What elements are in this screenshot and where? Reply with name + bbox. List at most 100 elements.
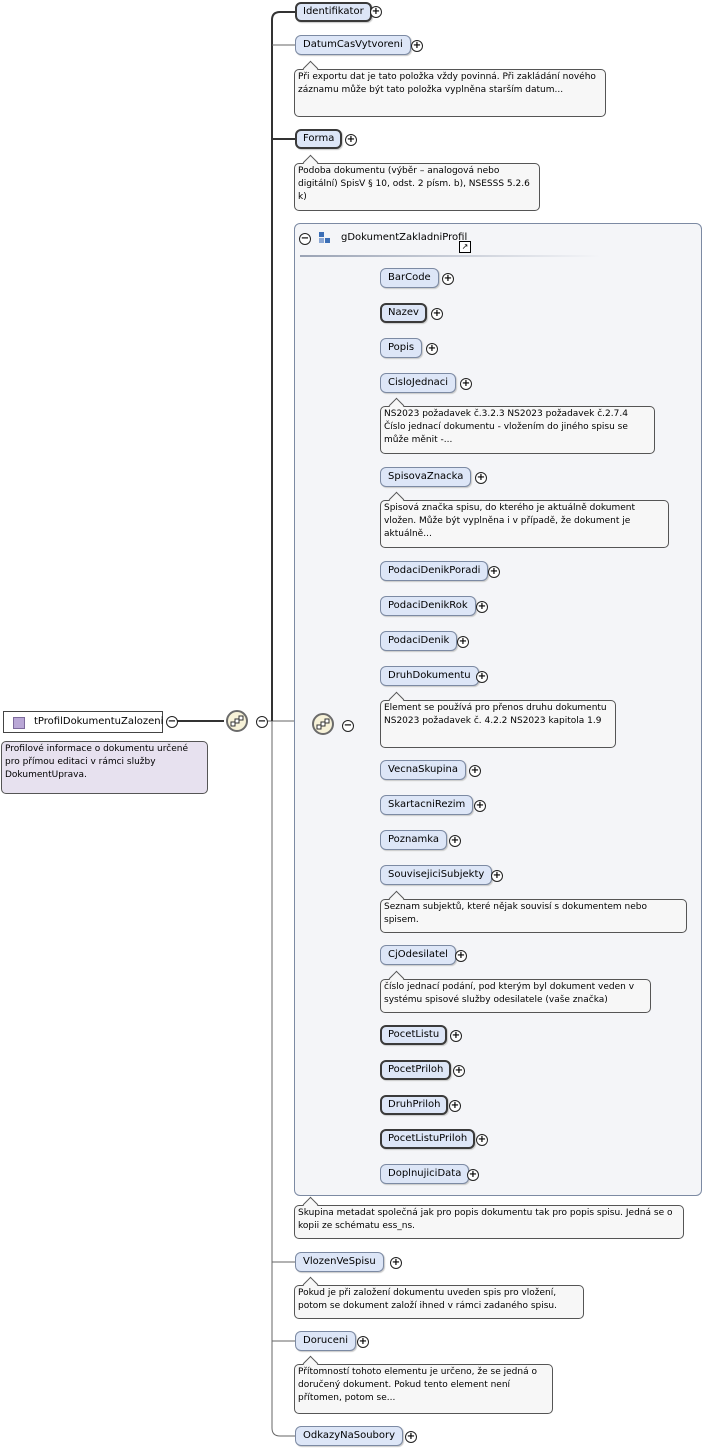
expand-icon[interactable]: + [491,870,503,882]
root-element-box[interactable]: tProfilDokumentuZalozeni [3,711,163,733]
element-souvisejicisubjekty[interactable]: SouvisejiciSubjekty [380,865,493,885]
element-identifikator[interactable]: Identifikator [295,2,372,22]
expand-icon[interactable]: + [442,273,454,285]
element-label: OdkazyNaSoubory [303,1430,396,1441]
expand-icon[interactable]: + [476,1134,488,1146]
element-label: PocetPriloh [388,1064,444,1075]
element-doruceni[interactable]: Doruceni [295,1331,357,1351]
element-doplnujicidata[interactable]: DoplnujiciData [380,1164,470,1184]
collapse-icon[interactable]: − [342,720,354,732]
element-cjodesilatel[interactable]: CjOdesilatel [380,945,456,965]
expand-icon[interactable]: + [453,1065,465,1077]
element-label: PodaciDenikPoradi [388,565,481,576]
expand-icon[interactable]: + [475,472,487,484]
element-label: Forma [303,133,335,144]
annotation-souvisejicisubjekty: Seznam subjektů, které nějak souvisí s d… [380,890,687,933]
annotation-cjodesilatel: číslo jednací podání, pod kterým byl dok… [380,970,651,1013]
element-pocetlistupriloh[interactable]: PocetListuPriloh [380,1129,476,1149]
element-barcode[interactable]: BarCode [380,268,439,288]
element-spisovaznacka[interactable]: SpisovaZnacka [380,467,472,487]
collapse-icon[interactable]: − [299,233,311,245]
expand-icon[interactable]: + [474,800,486,812]
element-datumcasvytvoreni[interactable]: DatumCasVytvoreni [295,35,411,55]
element-label: SpisovaZnacka [388,471,464,482]
link-arrow-icon[interactable]: ↗ [459,241,471,253]
annotation-vlozenvespisu: Pokud je při založení dokumentu uveden s… [294,1276,584,1319]
element-label: PocetListuPriloh [388,1133,468,1144]
element-cislojednaci[interactable]: CisloJednaci [380,373,457,393]
element-label: PodaciDenikRok [388,600,468,611]
expand-icon[interactable]: + [476,671,488,683]
annotation-spisovaznacka: Spisová značka spisu, do kterého je aktu… [380,491,669,548]
element-poznamka[interactable]: Poznamka [380,830,447,850]
expand-icon[interactable]: + [370,6,382,18]
element-label: CjOdesilatel [388,949,448,960]
annotation-forma: Podoba dokumentu (výběr – analogová nebo… [294,154,540,211]
annotation-druhdokumentu: Element se používá pro přenos druhu doku… [380,691,616,748]
expand-icon[interactable]: + [455,950,467,962]
sequence-icon[interactable] [312,713,334,735]
element-label: DruhDokumentu [388,670,471,681]
root-element-label: tProfilDokumentuZalozeni [34,716,164,727]
sequence-icon[interactable] [226,710,248,732]
collapse-icon[interactable]: − [256,716,268,728]
expand-icon[interactable]: + [405,1431,417,1443]
element-vecnaskupina[interactable]: VecnaSkupina [380,760,466,780]
annotation-cislojednaci: NS2023 požadavek č.3.2.3 NS2023 požadave… [380,397,655,454]
element-druhpriloh[interactable]: DruhPriloh [380,1095,449,1115]
element-label: DoplnujiciData [388,1168,462,1179]
annotation-group: Skupina metadat společná jak pro popis d… [294,1196,684,1239]
element-label: DruhPriloh [388,1099,441,1110]
element-label: SouvisejiciSubjekty [388,869,485,880]
group-label: gDokumentZakladniProfil [341,232,468,243]
element-pocetlistu[interactable]: PocetListu [380,1025,448,1045]
expand-icon[interactable]: + [431,308,443,320]
expand-icon[interactable]: + [476,601,488,613]
element-label: BarCode [388,272,431,283]
expand-icon[interactable]: + [411,40,423,52]
element-odkazynasoubory[interactable]: OdkazyNaSoubory [295,1426,404,1446]
element-pocetpriloh[interactable]: PocetPriloh [380,1060,452,1080]
complex-type-icon [13,717,25,729]
group-divider [300,255,600,257]
expand-icon[interactable]: + [449,1100,461,1112]
root-annotation: Profilové informace o dokumentu určené p… [1,741,208,794]
collapse-icon[interactable]: − [166,716,178,728]
expand-icon[interactable]: + [460,378,472,390]
element-skartacnirezim[interactable]: SkartacniRezim [380,795,474,815]
element-label: Identifikator [303,6,364,17]
expand-icon[interactable]: + [469,765,481,777]
group-icon [319,232,330,243]
element-label: Doruceni [303,1335,349,1346]
element-label: PocetListu [388,1029,440,1040]
element-label: VecnaSkupina [388,764,458,775]
element-label: CisloJednaci [388,377,449,388]
expand-icon[interactable]: + [467,1169,479,1181]
expand-icon[interactable]: + [457,636,469,648]
element-label: PodaciDenik [388,635,450,646]
element-podacidenik[interactable]: PodaciDenik [380,631,458,651]
expand-icon[interactable]: + [488,566,500,578]
element-forma[interactable]: Forma [295,129,343,149]
element-label: DatumCasVytvoreni [303,39,403,50]
element-podacidenikrok[interactable]: PodaciDenikRok [380,596,476,616]
annotation-datumcasvytvoreni: Při exportu dat je tato položka vždy pov… [294,60,606,117]
expand-icon[interactable]: + [450,1030,462,1042]
element-vlozenvespisu[interactable]: VlozenVeSpisu [295,1252,384,1272]
expand-icon[interactable]: + [345,134,357,146]
element-label: VlozenVeSpisu [303,1256,376,1267]
expand-icon[interactable]: + [426,343,438,355]
element-label: SkartacniRezim [388,799,466,810]
element-label: Nazev [388,307,419,318]
element-popis[interactable]: Popis [380,338,423,358]
annotation-doruceni: Přítomností tohoto elementu je určeno, ž… [294,1355,553,1414]
expand-icon[interactable]: + [449,835,461,847]
element-nazev[interactable]: Nazev [380,303,427,323]
expand-icon[interactable]: + [390,1257,402,1269]
element-label: Popis [388,342,415,353]
element-podacidenikporadi[interactable]: PodaciDenikPoradi [380,561,489,581]
element-druhdokumentu[interactable]: DruhDokumentu [380,666,479,686]
element-label: Poznamka [388,834,439,845]
expand-icon[interactable]: + [357,1336,369,1348]
